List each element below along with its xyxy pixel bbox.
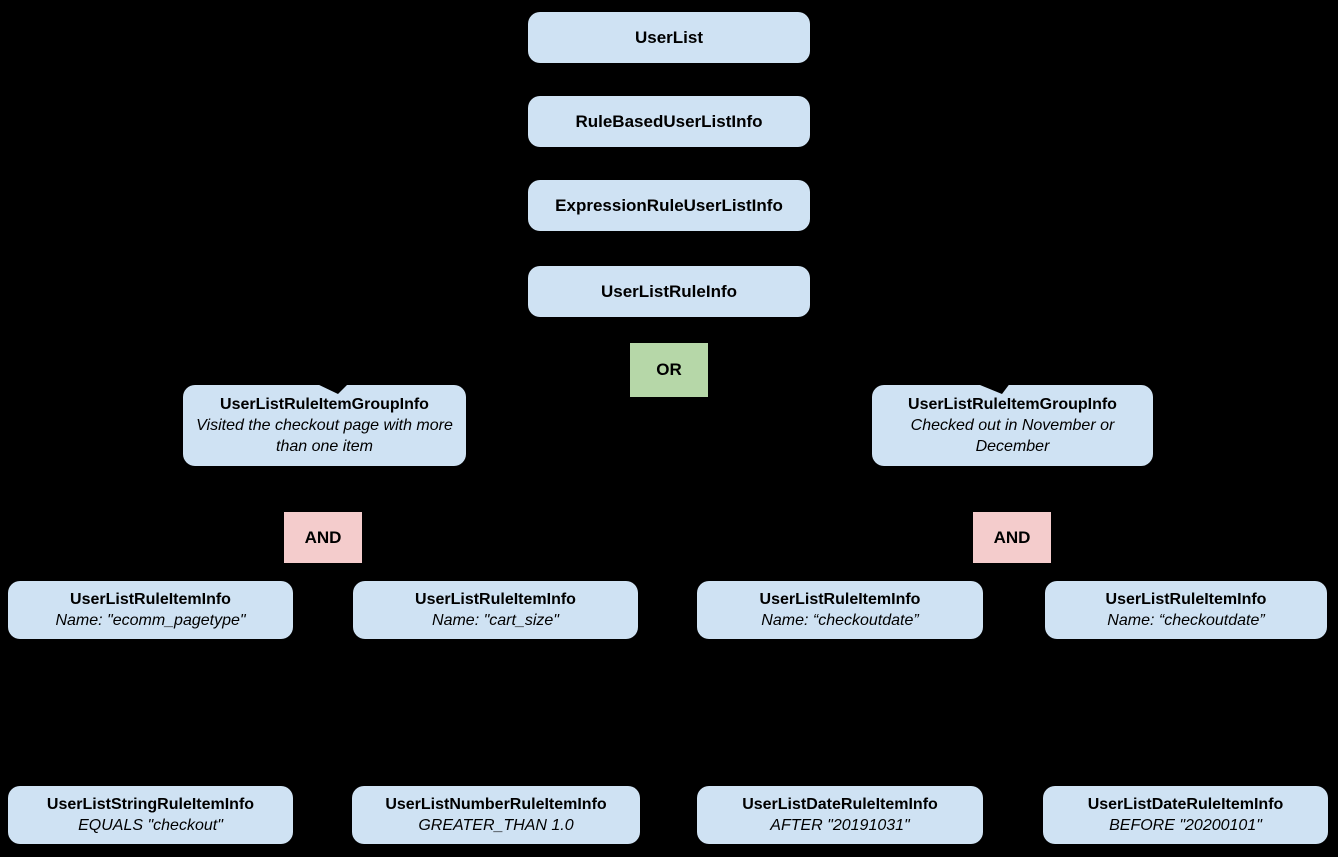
leaf-node-date-before-title: UserListDateRuleItemInfo: [1087, 796, 1284, 813]
rule-item-node-2-subtitle: Name: "cart_size": [432, 612, 559, 629]
rule-item-node-3-title: UserListRuleItemInfo: [759, 591, 921, 608]
leaf-node-date-before: UserListDateRuleItemInfo BEFORE "2020010…: [1043, 786, 1328, 844]
leaf-node-number-subtitle: GREATER_THAN 1.0: [418, 817, 574, 834]
rule-item-node-1-subtitle: Name: "ecomm_pagetype": [55, 612, 246, 629]
rule-item-node-3-subtitle: Name: “checkoutdate”: [761, 612, 919, 629]
rule-item-node-1-title: UserListRuleItemInfo: [70, 591, 231, 608]
rule-item-node-4: UserListRuleItemInfo Name: “checkoutdate…: [1045, 581, 1327, 639]
rule-item-node-4-subtitle: Name: “checkoutdate”: [1107, 612, 1265, 629]
group-node-right: UserListRuleItemGroupInfo Checked out in…: [872, 385, 1153, 466]
leaf-node-date-after-subtitle: AFTER "20191031": [770, 817, 910, 834]
leaf-node-number: UserListNumberRuleItemInfo GREATER_THAN …: [352, 786, 640, 844]
node-userlistruleinfo-label: UserListRuleInfo: [600, 281, 738, 301]
node-rulebaseduserlistinfo-label: RuleBasedUserListInfo: [575, 111, 763, 131]
arrowhead-icon: [315, 376, 356, 394]
group-node-right-subtitle: Checked out in November or December: [910, 417, 1115, 455]
rule-item-node-1: UserListRuleItemInfo Name: "ecomm_pagety…: [8, 581, 293, 639]
node-userlist-label: UserList: [634, 27, 704, 47]
or-operator-box: OR: [630, 343, 708, 397]
leaf-node-date-before-subtitle: BEFORE "20200101": [1109, 817, 1262, 834]
node-expressionruleuserlistinfo-label: ExpressionRuleUserListInfo: [555, 195, 783, 215]
rule-item-node-2: UserListRuleItemInfo Name: "cart_size": [353, 581, 638, 639]
group-node-right-title: UserListRuleItemGroupInfo: [908, 396, 1117, 413]
rule-item-node-3: UserListRuleItemInfo Name: “checkoutdate…: [697, 581, 983, 639]
node-expressionruleuserlistinfo: ExpressionRuleUserListInfo: [528, 180, 810, 231]
leaf-node-string-title: UserListStringRuleItemInfo: [46, 796, 255, 813]
group-node-left-title: UserListRuleItemGroupInfo: [220, 396, 429, 413]
leaf-node-string-subtitle: EQUALS "checkout": [78, 817, 223, 834]
arrowhead-icon: [980, 374, 1017, 394]
leaf-node-string: UserListStringRuleItemInfo EQUALS "check…: [8, 786, 293, 844]
leaf-node-number-title: UserListNumberRuleItemInfo: [385, 796, 607, 813]
group-node-left-subtitle: Visited the checkout page with more than…: [196, 417, 453, 455]
node-rulebaseduserlistinfo: RuleBasedUserListInfo: [528, 96, 810, 147]
node-userlistruleinfo: UserListRuleInfo: [528, 266, 810, 317]
node-userlist: UserList: [528, 12, 810, 63]
leaf-node-date-after: UserListDateRuleItemInfo AFTER "20191031…: [697, 786, 983, 844]
and-operator-left-box: AND: [284, 512, 362, 563]
rule-item-node-4-title: UserListRuleItemInfo: [1105, 591, 1267, 608]
and-operator-right-box: AND: [973, 512, 1051, 563]
or-operator-label: OR: [656, 360, 682, 379]
rule-item-node-2-title: UserListRuleItemInfo: [415, 591, 576, 608]
and-operator-left-label: AND: [304, 527, 342, 547]
and-operator-right-label: AND: [993, 527, 1031, 547]
group-node-left: UserListRuleItemGroupInfo Visited the ch…: [183, 385, 466, 466]
leaf-node-date-after-title: UserListDateRuleItemInfo: [742, 796, 938, 813]
